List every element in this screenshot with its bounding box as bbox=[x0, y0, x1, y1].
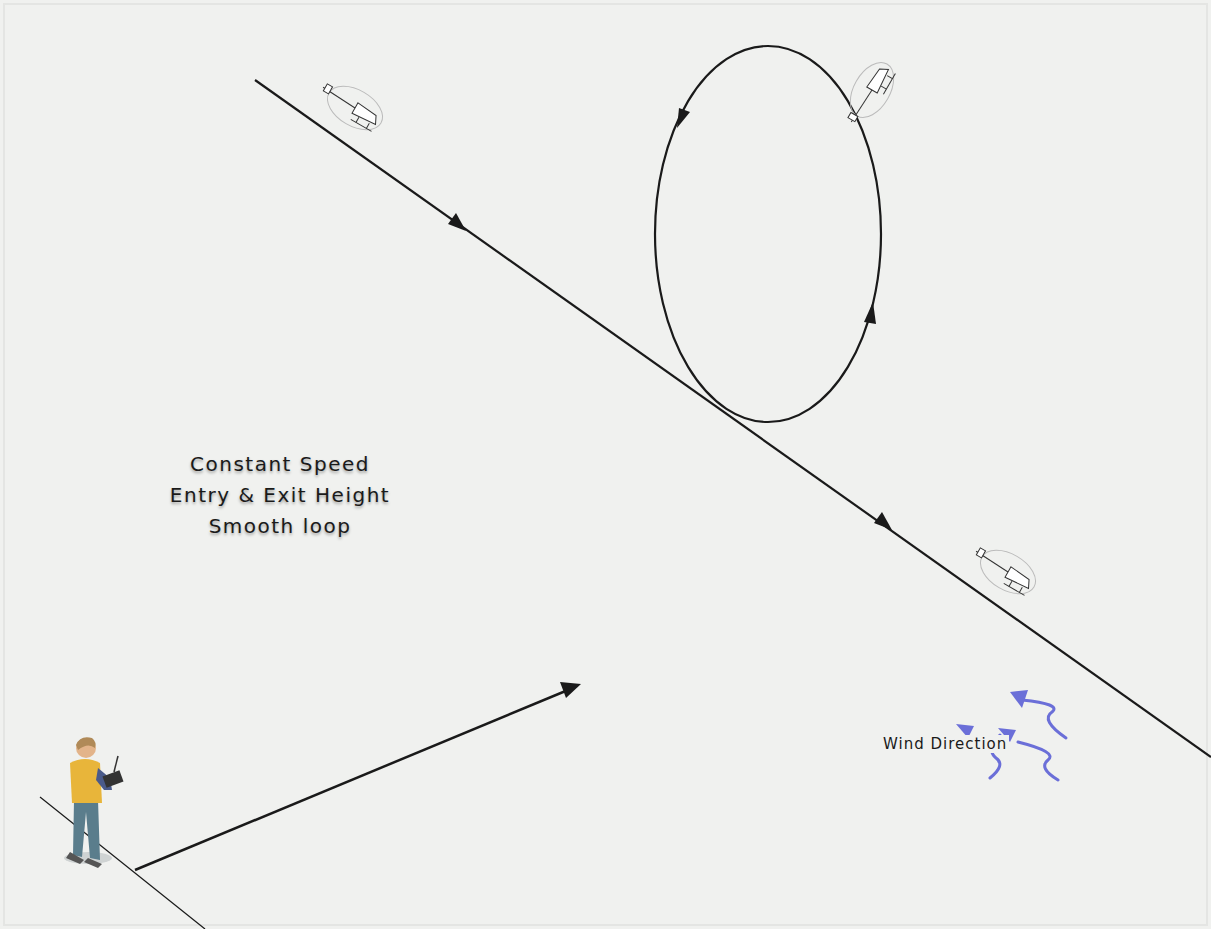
view-arrow bbox=[135, 690, 568, 870]
flight-path bbox=[255, 80, 1211, 757]
loop-arrowhead bbox=[864, 302, 876, 324]
note-text: Entry & Exit Height bbox=[170, 483, 390, 507]
flight-line bbox=[40, 797, 205, 929]
pilot-figure bbox=[64, 737, 124, 868]
frame bbox=[4, 4, 1207, 925]
loop-path bbox=[655, 46, 881, 422]
helicopter-icon bbox=[966, 537, 1043, 602]
helicopter-icon bbox=[837, 55, 902, 132]
wind-label: Wind Direction bbox=[881, 735, 1009, 753]
helicopter-icon bbox=[313, 73, 390, 138]
view-arrowhead bbox=[560, 682, 581, 698]
note-text: Constant Speed bbox=[190, 452, 370, 476]
note-text: Smooth loop bbox=[209, 514, 352, 538]
path-arrowhead bbox=[874, 512, 892, 530]
path-arrowhead bbox=[448, 213, 466, 231]
loop-arrowhead bbox=[677, 108, 690, 128]
